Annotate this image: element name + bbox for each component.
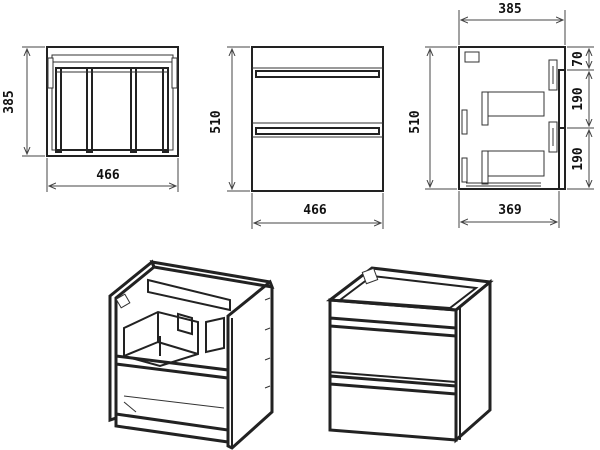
slat-1 <box>55 67 62 153</box>
top-view-width-label: 466 <box>96 168 120 183</box>
wall-bracket-right <box>361 267 379 285</box>
bottom-rail <box>114 412 230 444</box>
top-view-height-label: 385 <box>2 90 17 113</box>
middle-rail <box>114 354 230 380</box>
iso-lower-drawer-handle <box>328 374 458 396</box>
wall-bracket-left <box>115 293 131 309</box>
right-dimension-label-3: 190 <box>571 147 586 171</box>
cabinet-right-side <box>454 278 492 444</box>
slat-3 <box>130 67 137 153</box>
runner-lower-back <box>461 157 468 183</box>
lower-drawer-front <box>558 127 566 190</box>
upper-drawer-front <box>558 69 566 129</box>
isometric-closed-cabinet <box>325 266 494 444</box>
left-side-panel <box>108 259 156 423</box>
isometric-open-cabinet <box>108 259 275 450</box>
top-view-inner-frame <box>51 54 174 151</box>
slat-2 <box>86 67 93 153</box>
front-view-width-label: 466 <box>303 203 327 218</box>
right-dimension-label-1: 70 <box>571 51 586 67</box>
front-view: 510 466 <box>209 46 384 229</box>
upper-drawer-handle <box>255 70 380 78</box>
side-view-height-label: 510 <box>408 110 423 134</box>
wall-bracket-top <box>464 51 480 63</box>
side-view: 510 385 369 70 190 190 <box>408 2 594 228</box>
right-side-panel <box>226 279 274 450</box>
lower-drawer-box <box>481 150 545 185</box>
iso-upper-drawer-handle <box>328 316 458 338</box>
top-view: 385 466 <box>2 46 179 192</box>
front-view-outline <box>251 46 384 192</box>
right-dimension-label-2: 190 <box>571 87 586 111</box>
lower-drawer-handle <box>255 127 380 135</box>
front-view-height-label: 510 <box>209 110 224 134</box>
top-view-outline <box>46 46 179 157</box>
runner-upper-back <box>461 109 468 135</box>
side-view-bottom-width-label: 369 <box>498 203 521 218</box>
upper-drawer-box <box>481 91 545 126</box>
side-view-top-width-label: 385 <box>498 2 521 17</box>
cabinet-front <box>328 298 458 442</box>
slat-4 <box>162 67 169 153</box>
